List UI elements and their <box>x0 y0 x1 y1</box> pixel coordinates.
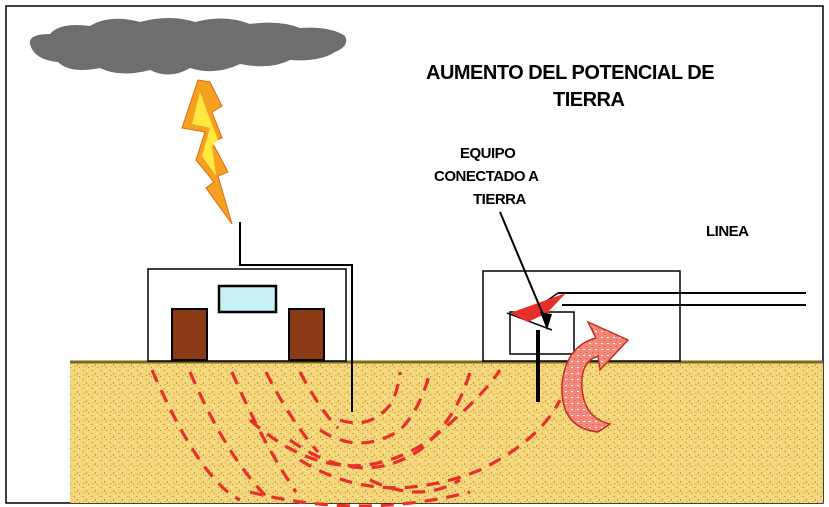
ground-soil <box>70 362 823 503</box>
lightning-bolt-icon <box>181 79 233 225</box>
equipo-label-line-1: EQUIPO <box>460 145 516 162</box>
storm-cloud <box>29 18 347 75</box>
linea-label: LINEA <box>706 223 749 240</box>
house-door-right <box>288 308 325 361</box>
house-window <box>217 284 278 314</box>
house-door-left <box>171 308 208 361</box>
equipo-pointer-head <box>540 312 552 330</box>
house-building <box>147 268 347 362</box>
ground-current-lines <box>150 369 562 507</box>
lightning-rod-conductor <box>239 222 353 412</box>
potential-rise-arrow <box>561 320 630 433</box>
equipo-pointer-line <box>499 211 548 325</box>
equipo-label-line-3: TIERRA <box>473 191 527 208</box>
title-line-2: TIERRA <box>553 89 625 111</box>
title-line-1: AUMENTO DEL POTENCIAL DE <box>426 62 714 84</box>
spark-arc <box>510 293 566 322</box>
equipo-label-line-2: CONECTADO A <box>434 168 539 185</box>
